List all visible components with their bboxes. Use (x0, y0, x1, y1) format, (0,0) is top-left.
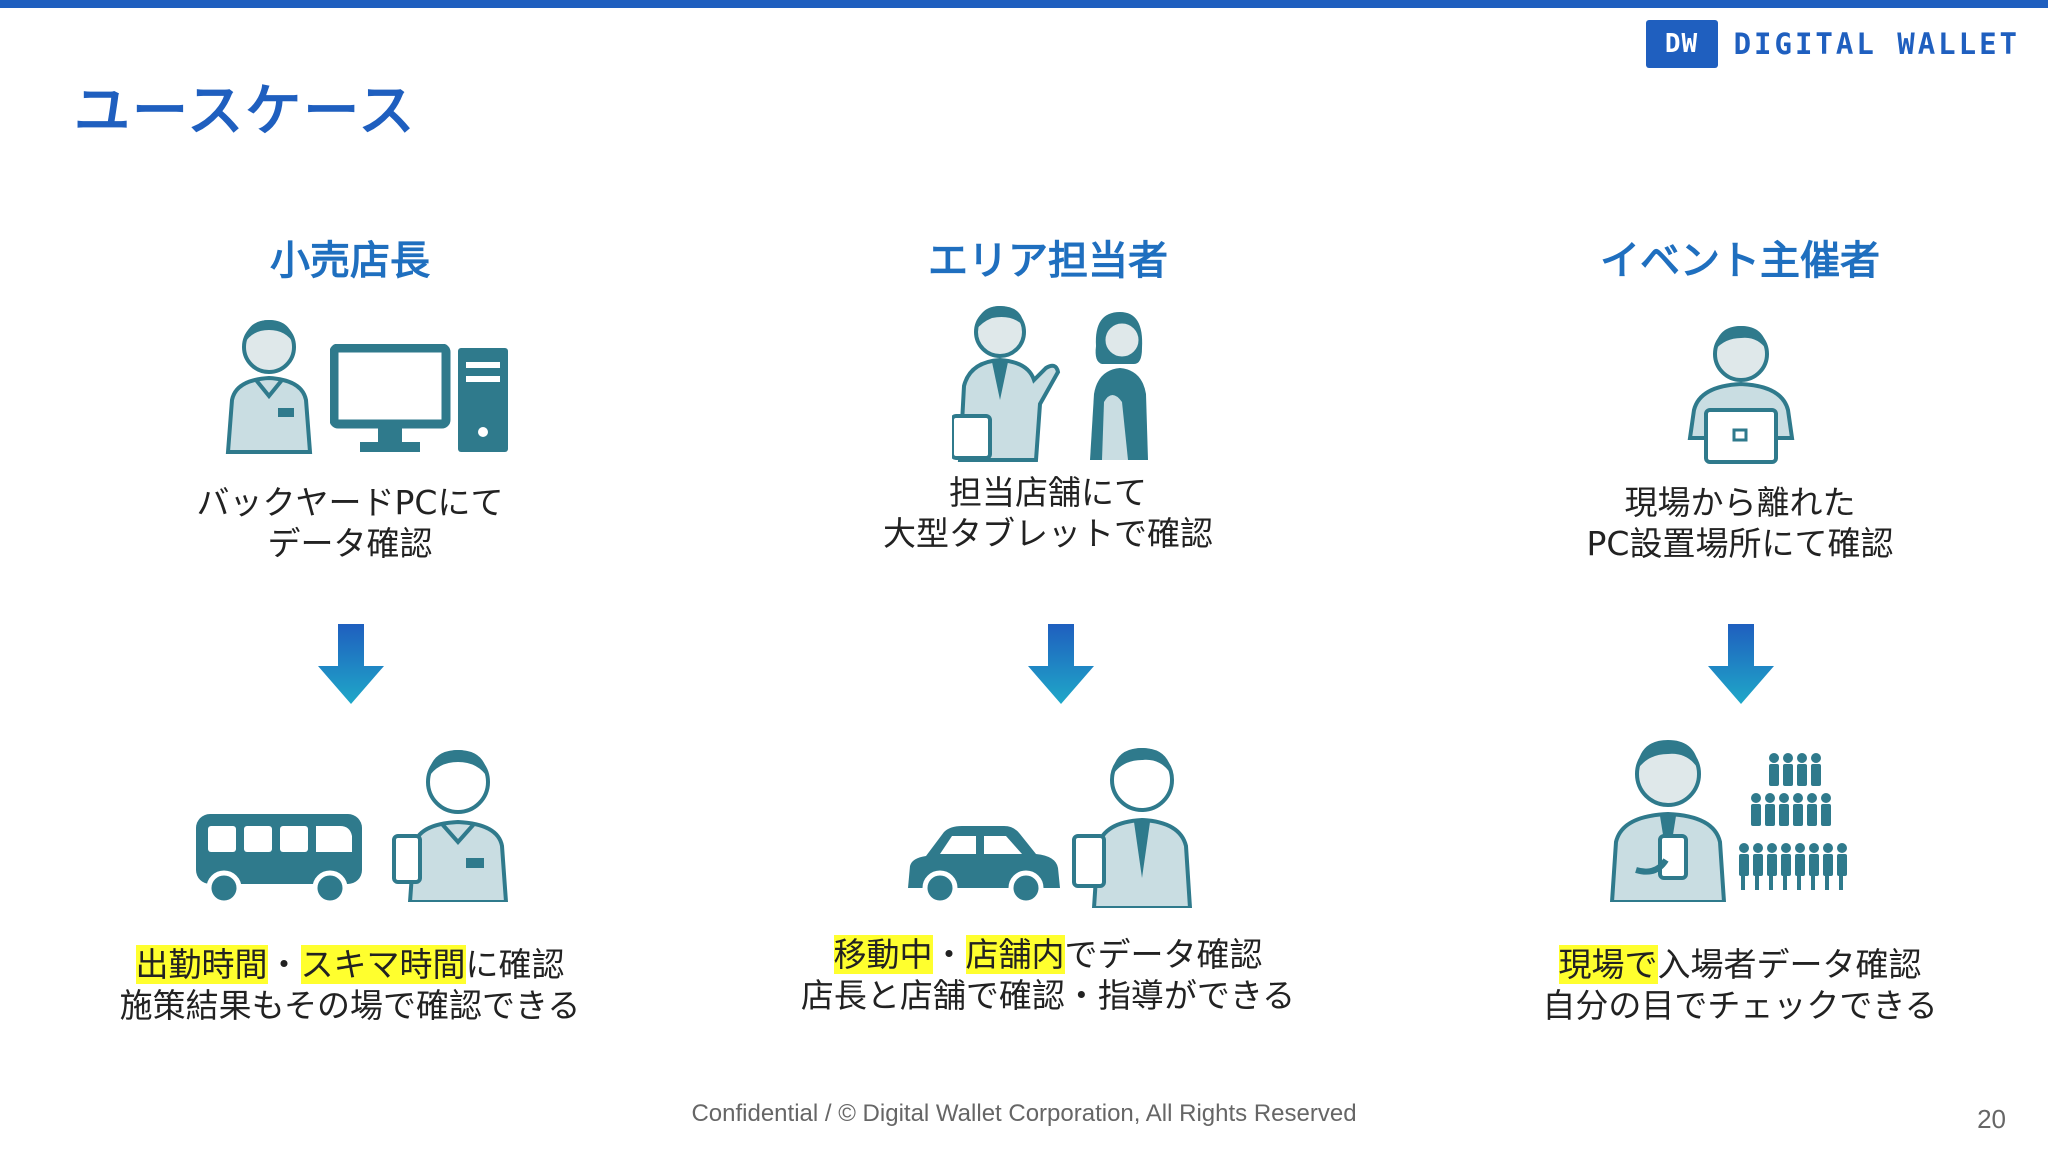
description-line: データ確認 (267, 524, 433, 563)
benefit-line: 施策結果もその場で確認できる (0, 985, 700, 1026)
benefit-text: 店長と店舗で確認・指導ができる (800, 976, 1296, 1015)
person-at-laptop-icon (1687, 326, 1795, 464)
desktop-pc-icon (330, 344, 508, 452)
benefit-line: 現場で入場者データ確認 (1390, 944, 2048, 985)
use-case-description: 現場から離れた PC設置場所にて確認 (1390, 482, 2048, 564)
page-number: 20 (1977, 1104, 2006, 1134)
businessman-with-phone-icon (1072, 748, 1193, 908)
description-line: PC設置場所にて確認 (1586, 524, 1894, 563)
description-line: 大型タブレットで確認 (883, 514, 1213, 553)
businessman-talking-icon (952, 306, 1061, 462)
company-logo: DW DIGITAL WALLET (1645, 20, 2020, 68)
down-arrow-icon (318, 624, 384, 704)
benefit-text: ・ (267, 945, 301, 984)
businessman-with-phone-icon (1609, 740, 1727, 902)
benefit-line: 自分の目でチェックできる (1390, 985, 2048, 1026)
use-case-benefit: 出勤時間・スキマ時間に確認 施策結果もその場で確認できる (0, 944, 700, 1026)
benefit-text: 施策結果もその場で確認できる (119, 986, 581, 1025)
use-case-column-area-manager: エリア担当者 担当店舗にて 大型タブレットで確認 移動中・店舗内でデータ確 (698, 0, 1398, 1152)
crowd-icon (1739, 753, 1847, 890)
persona-title: イベント主催者 (1600, 238, 1880, 284)
car-icon (908, 826, 1060, 906)
benefit-highlight: 移動中 (833, 935, 933, 974)
logo-text: DIGITAL WALLET (1733, 27, 2020, 61)
use-case-description: 担当店舗にて 大型タブレットで確認 (698, 472, 1398, 554)
page-title: ユースケース (74, 79, 417, 144)
logo-badge: DW (1645, 20, 1718, 68)
bus-icon (196, 814, 362, 906)
benefit-highlight: 店舗内 (965, 935, 1065, 974)
benefit-text: 自分の目でチェックできる (1542, 986, 1938, 1025)
benefit-line: 店長と店舗で確認・指導ができる (698, 975, 1398, 1016)
benefit-line: 移動中・店舗内でデータ確認 (698, 934, 1398, 975)
use-case-column-event-organizer: イベント主催者 現場から離れた PC設置場所にて確認 (1390, 0, 2048, 1152)
description-line: 担当店舗にて (949, 473, 1147, 512)
persona-title: エリア担当者 (928, 238, 1168, 284)
down-arrow-icon (1708, 624, 1774, 704)
use-case-benefit: 現場で入場者データ確認 自分の目でチェックできる (1390, 944, 2048, 1026)
use-case-benefit: 移動中・店舗内でデータ確認 店長と店舗で確認・指導ができる (698, 934, 1398, 1016)
woman-listening-icon (1090, 312, 1148, 460)
description-line: 現場から離れた (1624, 483, 1856, 522)
use-case-column-store-manager: 小売店長 バックヤードPCにて データ確認 (0, 0, 700, 1152)
clerk-with-phone-icon (392, 750, 509, 902)
benefit-highlight: 現場で (1558, 945, 1658, 984)
benefit-text: ・ (932, 935, 966, 974)
persona-title: 小売店長 (270, 238, 430, 284)
footer-copyright: Confidential / © Digital Wallet Corporat… (691, 1100, 1357, 1127)
use-case-description: バックヤードPCにて データ確認 (0, 482, 700, 564)
benefit-highlight: 出勤時間 (135, 945, 268, 984)
top-accent-bar (0, 0, 2048, 8)
benefit-highlight: スキマ時間 (300, 945, 466, 984)
clerk-icon (225, 320, 313, 454)
benefit-text: に確認 (465, 945, 565, 984)
description-line: バックヤードPCにて (196, 483, 504, 522)
benefit-text: 入場者データ確認 (1657, 945, 1922, 984)
benefit-text: でデータ確認 (1064, 935, 1263, 974)
benefit-line: 出勤時間・スキマ時間に確認 (0, 944, 700, 985)
down-arrow-icon (1028, 624, 1094, 704)
